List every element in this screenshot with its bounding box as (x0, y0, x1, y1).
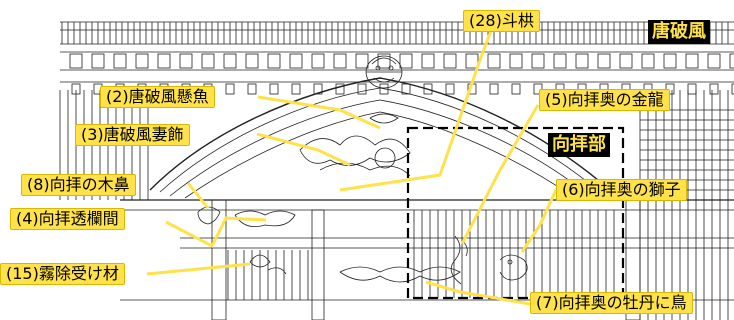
bracket-block (707, 53, 721, 69)
bracket-block (399, 53, 413, 69)
bracket-block (709, 83, 719, 95)
bracket-block (335, 83, 345, 95)
karahafu-gable (149, 77, 611, 199)
leader-shishi (520, 189, 558, 253)
bracket-block (69, 53, 83, 69)
bracket-block (179, 53, 193, 69)
bracket-block (225, 83, 235, 95)
bracket-block (247, 83, 257, 95)
bracket-block (511, 83, 521, 95)
bracket-block (333, 53, 347, 69)
bracket-block (289, 53, 303, 69)
label-karahafu-gegyo: (2)唐破風懸魚 (100, 86, 215, 108)
bracket-block (113, 53, 127, 69)
bracket-block (619, 53, 633, 69)
label-kohai-ranma: (4)向拝透欄間 (10, 208, 125, 230)
heading-kohaibu: 向拝部 (548, 133, 610, 157)
bracket-block (443, 53, 457, 69)
bracket-block (731, 83, 734, 95)
leader-kibana (186, 182, 210, 209)
bracket-block (291, 83, 301, 95)
leader-ryu (460, 104, 540, 245)
bracket-block (157, 53, 171, 69)
kohai-dashed-frame (406, 126, 625, 300)
bracket-block (201, 53, 215, 69)
label-karahafu-tsuma: (3)唐破風妻飾 (75, 124, 190, 146)
label-kohai-ryu: (5)向拝奥の金龍 (539, 89, 670, 111)
leader-botan (425, 280, 531, 306)
bracket-block (489, 83, 499, 95)
leader-gegyo (257, 95, 381, 130)
bracket-block (91, 53, 105, 69)
peony-carving (339, 266, 461, 283)
tsuma-carving (299, 135, 411, 177)
heading-karahafu: 唐破風 (648, 20, 710, 44)
bracket-block (269, 83, 279, 95)
label-kiri-uke: (15)霧除受け材 (0, 263, 125, 285)
bracket-block (267, 53, 281, 69)
bracket-block (641, 53, 655, 69)
bracket-block (223, 53, 237, 69)
bracket-block (313, 83, 323, 95)
bracket-block (377, 53, 391, 69)
bracket-block (597, 53, 611, 69)
bracket-block (575, 53, 589, 69)
bracket-block (729, 53, 734, 69)
bracket-block (423, 83, 433, 95)
bracket-block (445, 83, 455, 95)
leader-ranma (165, 216, 267, 249)
leader-masugumi (339, 27, 494, 192)
dragon-carving (450, 235, 468, 285)
bracket-block (487, 53, 501, 69)
label-kohai-shishi: (6)向拝奥の獅子 (556, 179, 687, 201)
bracket-block (465, 53, 479, 69)
bracket-block (355, 53, 369, 69)
gegyo-ornament (365, 55, 403, 124)
bracket-block (357, 83, 367, 95)
bracket-block (663, 53, 677, 69)
leader-kiri-uke (146, 262, 251, 276)
label-masugumi: (28)斗栱 (463, 10, 540, 32)
leader-tsuma (256, 132, 351, 167)
bracket-block (421, 53, 435, 69)
lion-carving (499, 254, 528, 281)
bracket-block (553, 53, 567, 69)
label-kohai-botan: (7)向拝奥の牡丹に鳥 (530, 292, 693, 314)
kibana-carving (197, 206, 221, 225)
bracket-block (687, 83, 697, 95)
eave-rafters (60, 21, 734, 53)
bracket-block (531, 53, 545, 69)
bracket-block (135, 53, 149, 69)
bracket-block (685, 53, 699, 69)
ranma-carving (234, 210, 296, 275)
bracket-block (311, 53, 325, 69)
bracket-block (245, 53, 259, 69)
label-kohai-kibana: (8)向拝の木鼻 (21, 174, 136, 196)
bracket-block (509, 53, 523, 69)
